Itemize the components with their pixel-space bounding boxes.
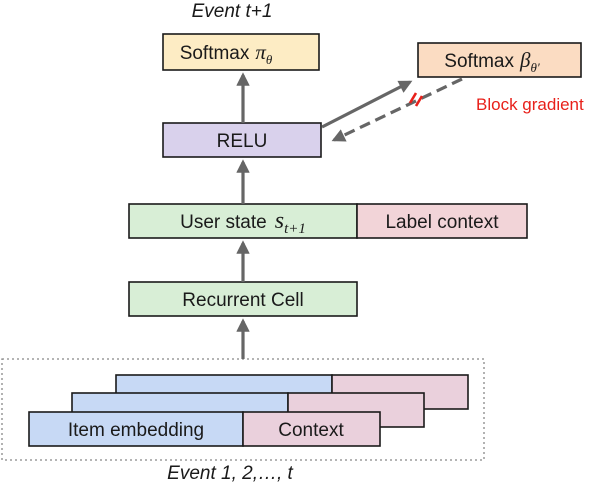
svg-text:Item embedding: Item embedding [68,420,204,441]
recurrent-cell-node: Recurrent Cell [128,281,358,317]
svg-text:RELU: RELU [217,131,268,152]
svg-text:Context: Context [278,420,344,441]
events-input-label: Event 1, 2,…, t [167,463,293,484]
flow-arrows [236,72,463,359]
context-node: Context [242,411,381,447]
label-context-node: Label context [356,203,528,239]
arrow-block-gradient-back [331,77,463,142]
svg-text:Label context: Label context [385,212,499,233]
block-gradient-mark [408,92,424,107]
relu-node: RELU [162,122,322,158]
event-next-label: Event t+1 [192,1,273,22]
arrow-relu-to-softmax-beta [321,80,413,129]
block-gradient-label: Block gradient [476,95,584,114]
item-embedding-node: Item embedding [28,411,244,447]
svg-text:Recurrent Cell: Recurrent Cell [182,290,303,311]
